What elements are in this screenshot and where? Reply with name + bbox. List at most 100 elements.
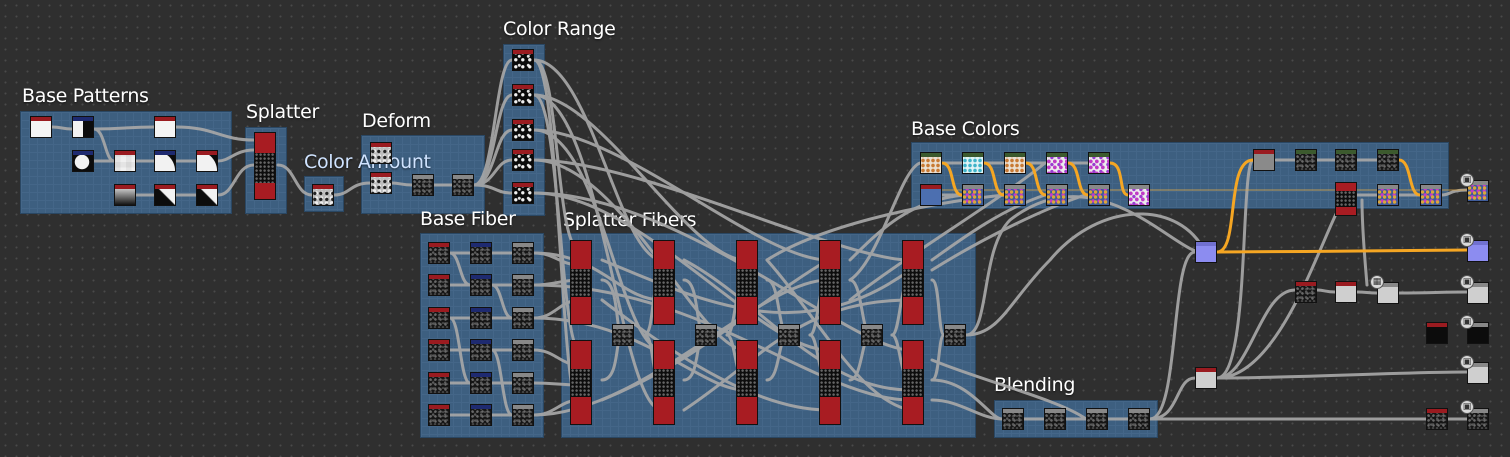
base-fiber-node[interactable]: [428, 242, 450, 264]
blending-node[interactable]: [1002, 408, 1024, 430]
fiber-blend-node[interactable]: [695, 324, 717, 346]
blending-node[interactable]: [1128, 408, 1150, 430]
color-noise-node[interactable]: [1335, 149, 1357, 171]
pattern-node-white-2[interactable]: [154, 116, 176, 138]
pattern-node-circle[interactable]: [72, 150, 94, 172]
base-color-node[interactable]: [1046, 152, 1068, 174]
grid-icon[interactable]: ▦: [1370, 275, 1384, 289]
base-color-node-solid[interactable]: [920, 184, 942, 206]
pattern-node-split[interactable]: [72, 116, 94, 138]
blending-node[interactable]: [1086, 408, 1108, 430]
splatter-fiber-node[interactable]: [570, 340, 592, 425]
base-fiber-node[interactable]: [470, 242, 492, 264]
splatter-fiber-node[interactable]: [736, 240, 758, 325]
cube-icon[interactable]: ▣: [1460, 400, 1474, 414]
base-fiber-node[interactable]: [428, 307, 450, 329]
color-final-node[interactable]: [1420, 184, 1442, 206]
pattern-node-diagonal[interactable]: [154, 184, 176, 206]
splatter-fiber-node[interactable]: [819, 240, 841, 325]
output-ao-node[interactable]: [1467, 408, 1489, 430]
normal-node[interactable]: [1195, 241, 1217, 263]
base-color-blend-node[interactable]: [1088, 184, 1110, 206]
base-fiber-node[interactable]: [428, 372, 450, 394]
output-height-node[interactable]: [1467, 362, 1489, 384]
splatter-fiber-node[interactable]: [653, 340, 675, 425]
color-amount-node[interactable]: [312, 184, 334, 206]
base-fiber-node[interactable]: [470, 274, 492, 296]
pattern-node-checker[interactable]: [114, 150, 136, 172]
color-range-node-3[interactable]: [512, 119, 534, 141]
splatter-fiber-node[interactable]: [902, 340, 924, 425]
base-fiber-node[interactable]: [428, 339, 450, 361]
base-fiber-node[interactable]: [470, 307, 492, 329]
base-fiber-node[interactable]: [428, 274, 450, 296]
ao-node[interactable]: [1426, 408, 1448, 430]
cube-icon[interactable]: ▣: [1460, 315, 1474, 329]
splatter-fiber-node[interactable]: [902, 240, 924, 325]
base-color-blend-node[interactable]: [1004, 184, 1026, 206]
cube-icon[interactable]: ▣: [1460, 355, 1474, 369]
cube-icon[interactable]: ▣: [1460, 275, 1474, 289]
splatter-fiber-node[interactable]: [570, 240, 592, 325]
deform-node-3[interactable]: [412, 174, 434, 196]
fiber-blend-node[interactable]: [612, 324, 634, 346]
pattern-node-quarter-2[interactable]: [196, 150, 218, 172]
frame-title-blending: Blending: [994, 374, 1076, 396]
color-range-node-4[interactable]: [512, 149, 534, 171]
base-fiber-node[interactable]: [470, 372, 492, 394]
deform-node-2[interactable]: [370, 172, 392, 194]
color-mask-node[interactable]: [1335, 182, 1357, 216]
cube-icon[interactable]: ▣: [1460, 233, 1474, 247]
base-color-node[interactable]: [1004, 152, 1026, 174]
base-fiber-node[interactable]: [512, 404, 534, 426]
base-fiber-node[interactable]: [470, 339, 492, 361]
base-fiber-node[interactable]: [512, 339, 534, 361]
roughness-level-node[interactable]: [1335, 281, 1357, 303]
color-range-node-2[interactable]: [512, 84, 534, 106]
base-fiber-node[interactable]: [512, 372, 534, 394]
splatter-fiber-node[interactable]: [819, 340, 841, 425]
base-color-blend-node[interactable]: [962, 184, 984, 206]
base-color-node[interactable]: [962, 152, 984, 174]
deform-node-1[interactable]: [370, 142, 392, 164]
output-normal-node[interactable]: [1467, 240, 1489, 262]
deform-node-4[interactable]: [452, 174, 474, 196]
fiber-blend-node[interactable]: [861, 324, 883, 346]
base-fiber-node[interactable]: [512, 242, 534, 264]
splatter-fiber-node[interactable]: [736, 340, 758, 425]
output-metallic-node[interactable]: [1467, 322, 1489, 344]
frame-base-colors[interactable]: [911, 142, 1449, 209]
color-noise-node[interactable]: [1377, 149, 1399, 171]
color-adjust-node[interactable]: [1253, 149, 1275, 171]
pattern-node-gradient[interactable]: [114, 184, 136, 206]
fiber-blend-node[interactable]: [778, 324, 800, 346]
frame-base-fiber[interactable]: [420, 233, 544, 438]
base-color-blend-node[interactable]: [1046, 184, 1068, 206]
blending-node[interactable]: [1044, 408, 1066, 430]
color-range-node-5[interactable]: [512, 182, 534, 204]
base-color-node[interactable]: [1088, 152, 1110, 174]
pattern-node-white[interactable]: [30, 116, 52, 138]
color-noise-node[interactable]: [1295, 149, 1317, 171]
base-fiber-node[interactable]: [512, 307, 534, 329]
splatter-fiber-node[interactable]: [653, 240, 675, 325]
height-node[interactable]: [1195, 367, 1217, 389]
base-fiber-node[interactable]: [428, 404, 450, 426]
pattern-node-diagonal-2[interactable]: [196, 184, 218, 206]
base-color-blend-node[interactable]: [1128, 184, 1150, 206]
cube-icon[interactable]: ▣: [1460, 173, 1474, 187]
roughness-node[interactable]: [1295, 281, 1317, 303]
metallic-node[interactable]: [1426, 322, 1448, 344]
pattern-node-quarter[interactable]: [154, 150, 176, 172]
color-final-node[interactable]: [1377, 184, 1399, 206]
base-fiber-node[interactable]: [512, 274, 534, 296]
roughness-out-node[interactable]: [1377, 282, 1399, 304]
output-basecolor-node[interactable]: [1467, 180, 1489, 202]
color-range-node-1[interactable]: [512, 49, 534, 71]
splatter-node[interactable]: [254, 132, 276, 200]
base-fiber-node[interactable]: [470, 404, 492, 426]
output-roughness-node[interactable]: [1467, 282, 1489, 304]
base-color-node[interactable]: [920, 152, 942, 174]
fiber-blend-node[interactable]: [944, 324, 966, 346]
